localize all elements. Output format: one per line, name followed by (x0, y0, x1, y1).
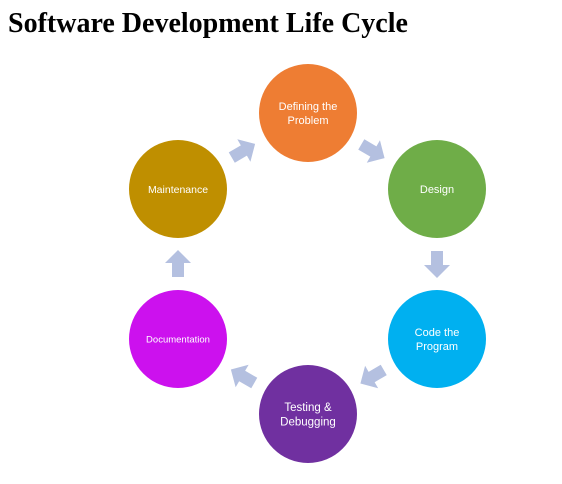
stage-circle-documentation (129, 290, 227, 388)
stage-label-defining: Defining the (279, 101, 338, 113)
stage-testing: Testing & Debugging (259, 365, 357, 463)
arrow-maintenance-to-defining (228, 139, 256, 163)
stage-label-documentation: Documentation (146, 334, 210, 345)
stage-documentation: Documentation (129, 290, 227, 388)
page-title: Software Development Life Cycle (8, 8, 408, 39)
stage-label-testing: Testing & (284, 402, 332, 414)
stage-maintenance: Maintenance (129, 140, 227, 238)
arrow-documentation-to-maintenance (165, 250, 191, 277)
cycle-arrows (165, 139, 450, 389)
arrow-testing-to-documentation (230, 364, 258, 389)
arrow-code-to-testing (360, 364, 387, 389)
stage-circle-code (388, 290, 486, 388)
stage-design: Design (388, 140, 486, 238)
stage-label-defining: Problem (288, 115, 329, 127)
stage-circle-design (388, 140, 486, 238)
stage-circle-defining (259, 64, 357, 162)
stage-circle-testing (259, 365, 357, 463)
stage-circle-maintenance (129, 140, 227, 238)
arrow-design-to-code (424, 251, 450, 278)
stage-label-design: Design (420, 184, 454, 196)
stage-label-maintenance: Maintenance (148, 184, 208, 196)
arrow-defining-to-design (358, 139, 385, 163)
stage-label-code: Code the (415, 327, 460, 339)
stage-label-code: Program (416, 341, 458, 353)
stage-label-testing: Debugging (280, 416, 336, 428)
